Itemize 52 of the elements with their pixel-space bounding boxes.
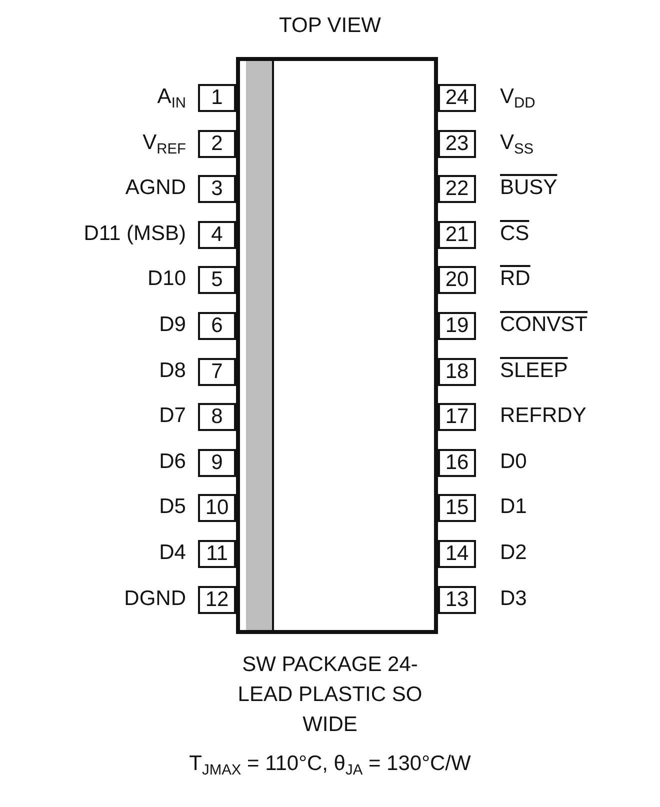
chip-body (236, 57, 438, 634)
pin-label: D7 (159, 403, 186, 430)
package-caption: SW PACKAGE 24-LEAD PLASTIC SO WIDE (236, 652, 424, 738)
pin-label: D4 (159, 540, 186, 566)
pin-number: 4 (198, 220, 236, 249)
pin-number: 22 (438, 175, 476, 204)
pin-number: 11 (198, 540, 236, 568)
pin-number: 18 (438, 358, 476, 386)
pin-number: 6 (198, 312, 236, 340)
pin-label: D8 (159, 358, 186, 384)
pin-label: V$_{REF}$ (142, 130, 186, 159)
pin-number: 16 (438, 448, 476, 477)
pin-label: SLEEP (500, 358, 568, 384)
pin-label: V$_{SS}$ (500, 130, 534, 159)
pin-number: 20 (438, 266, 476, 294)
pin-number: 19 (438, 312, 476, 340)
pin-number: 8 (198, 403, 236, 432)
pin-number: 7 (198, 358, 236, 386)
pin-number: 3 (198, 175, 236, 204)
pin-label: CONVST (500, 312, 588, 338)
pin-label: D10 (147, 266, 186, 292)
pin-label: D11 (MSB) (84, 220, 186, 247)
pin-label: D5 (159, 494, 186, 520)
pin-label: V$_{DD}$ (500, 84, 536, 114)
pin-label: DGND (124, 586, 186, 612)
pin-number: 5 (198, 266, 236, 294)
pin-number: 24 (438, 84, 476, 112)
view-title: TOP VIEW (278, 14, 382, 38)
pin-label: D2 (500, 540, 527, 566)
pin-label: RD (500, 266, 530, 292)
pin-label: D1 (500, 494, 527, 520)
pin-number: 21 (438, 220, 476, 249)
pin-number: 17 (438, 403, 476, 432)
pin-number: 14 (438, 540, 476, 568)
pin-number: 9 (198, 448, 236, 477)
pin-label: CS (500, 220, 530, 247)
pin-number: 2 (198, 130, 236, 158)
pin-label: D0 (500, 448, 527, 475)
pin-label: D3 (500, 586, 527, 612)
pin-label: REFRDY (500, 403, 586, 430)
pin-number: 10 (198, 494, 236, 522)
pin-label: D6 (159, 448, 186, 475)
pin-number: 13 (438, 586, 476, 614)
pin-label: BUSY (500, 175, 558, 202)
pin-number: 15 (438, 494, 476, 522)
thermal-rating-note: T$_{JMAX}$ = 110°C, θ$_{JA}$ = 130°C/W (188, 752, 472, 778)
pin-label: A$_{IN}$ (157, 84, 186, 114)
pin-number: 12 (198, 586, 236, 614)
pin-label: D9 (159, 312, 186, 338)
pin-number: 23 (438, 130, 476, 158)
pin-label: AGND (125, 175, 186, 202)
pin-number: 1 (198, 84, 236, 112)
